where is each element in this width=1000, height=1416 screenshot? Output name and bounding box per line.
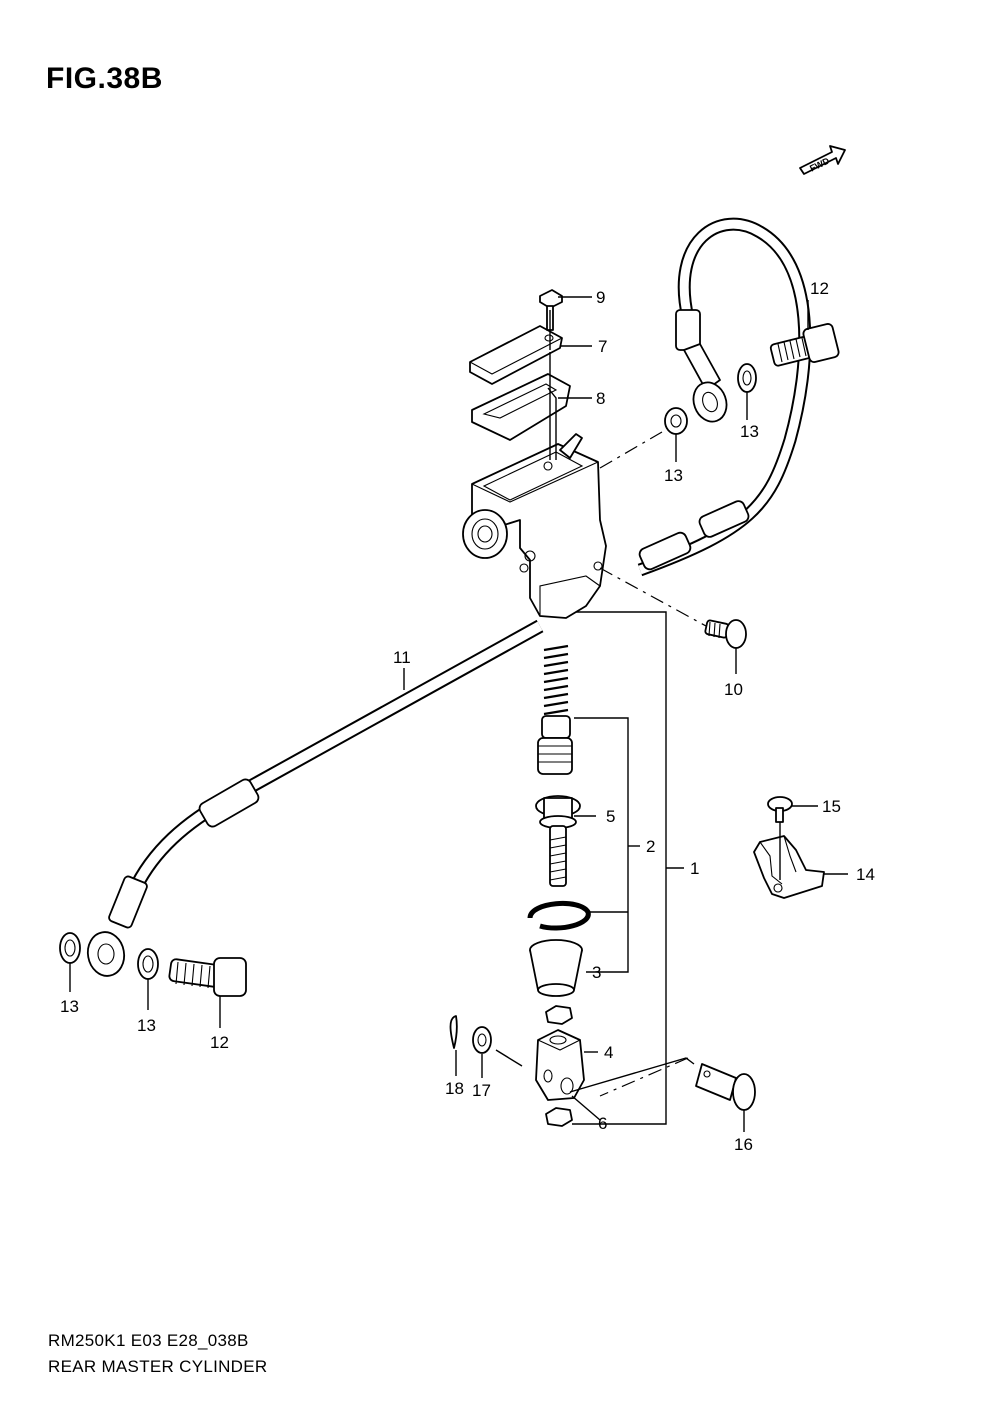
callout-10: 10 xyxy=(724,680,743,699)
callout-13-upper-right: 13 xyxy=(740,422,759,441)
diagram-code: RM250K1 E03 E28_038B xyxy=(48,1331,249,1350)
washer-17 xyxy=(472,1026,492,1054)
callout-18: 18 xyxy=(445,1079,464,1098)
callout-17: 17 xyxy=(472,1081,491,1100)
washer-upper-right xyxy=(737,363,757,393)
nut-top xyxy=(545,1005,573,1025)
nut-bottom xyxy=(545,1107,573,1127)
callout-14: 14 xyxy=(856,865,875,884)
cap-screw xyxy=(539,289,563,331)
callout-12-lower: 12 xyxy=(210,1033,229,1052)
callout-1: 1 xyxy=(690,859,699,878)
callout-8: 8 xyxy=(596,389,605,408)
callout-13-lower-left: 13 xyxy=(60,997,79,1016)
circlip xyxy=(527,900,591,931)
callout-9: 9 xyxy=(596,288,605,307)
lower-brake-hose xyxy=(86,619,544,977)
diagram-name: REAR MASTER CYLINDER xyxy=(48,1357,268,1376)
clevis xyxy=(535,1029,585,1101)
callout-4: 4 xyxy=(604,1043,613,1062)
spring xyxy=(543,644,569,716)
callout-6: 6 xyxy=(598,1114,607,1133)
diaphragm xyxy=(471,373,571,441)
cotter-pin xyxy=(449,1015,458,1049)
mounting-screw xyxy=(704,619,747,649)
callout-labels: 1 2 3 4 5 6 7 8 9 10 11 12 12 13 13 13 1… xyxy=(60,279,875,1154)
callout-3: 3 xyxy=(592,963,601,982)
callout-16: 16 xyxy=(734,1135,753,1154)
banjo-bolt-upper xyxy=(769,323,840,367)
washer-lower-left xyxy=(59,932,81,964)
callout-15: 15 xyxy=(822,797,841,816)
washer-lower-right xyxy=(137,948,159,980)
callout-5: 5 xyxy=(606,807,615,826)
callout-2: 2 xyxy=(646,837,655,856)
clevis-pin xyxy=(695,1063,756,1111)
master-cylinder-body xyxy=(462,433,607,619)
push-rod xyxy=(535,795,581,887)
callout-13-upper-left: 13 xyxy=(664,466,683,485)
piston xyxy=(537,715,573,775)
callout-7: 7 xyxy=(598,337,607,356)
upper-brake-hose xyxy=(637,217,812,577)
banjo-bolt-lower xyxy=(168,957,247,997)
reservoir-cap xyxy=(469,325,563,385)
screw-15 xyxy=(767,796,793,823)
hose-guide xyxy=(753,835,825,899)
figure-title: FIG.38B xyxy=(46,62,163,95)
washer-upper-left xyxy=(664,407,688,435)
callout-13-lower-right: 13 xyxy=(137,1016,156,1035)
callout-12-upper: 12 xyxy=(810,279,829,298)
leader-lines xyxy=(69,296,848,1132)
fwd-arrow-icon: FWD xyxy=(799,145,846,175)
callout-11: 11 xyxy=(393,648,411,667)
dust-boot xyxy=(529,939,583,997)
